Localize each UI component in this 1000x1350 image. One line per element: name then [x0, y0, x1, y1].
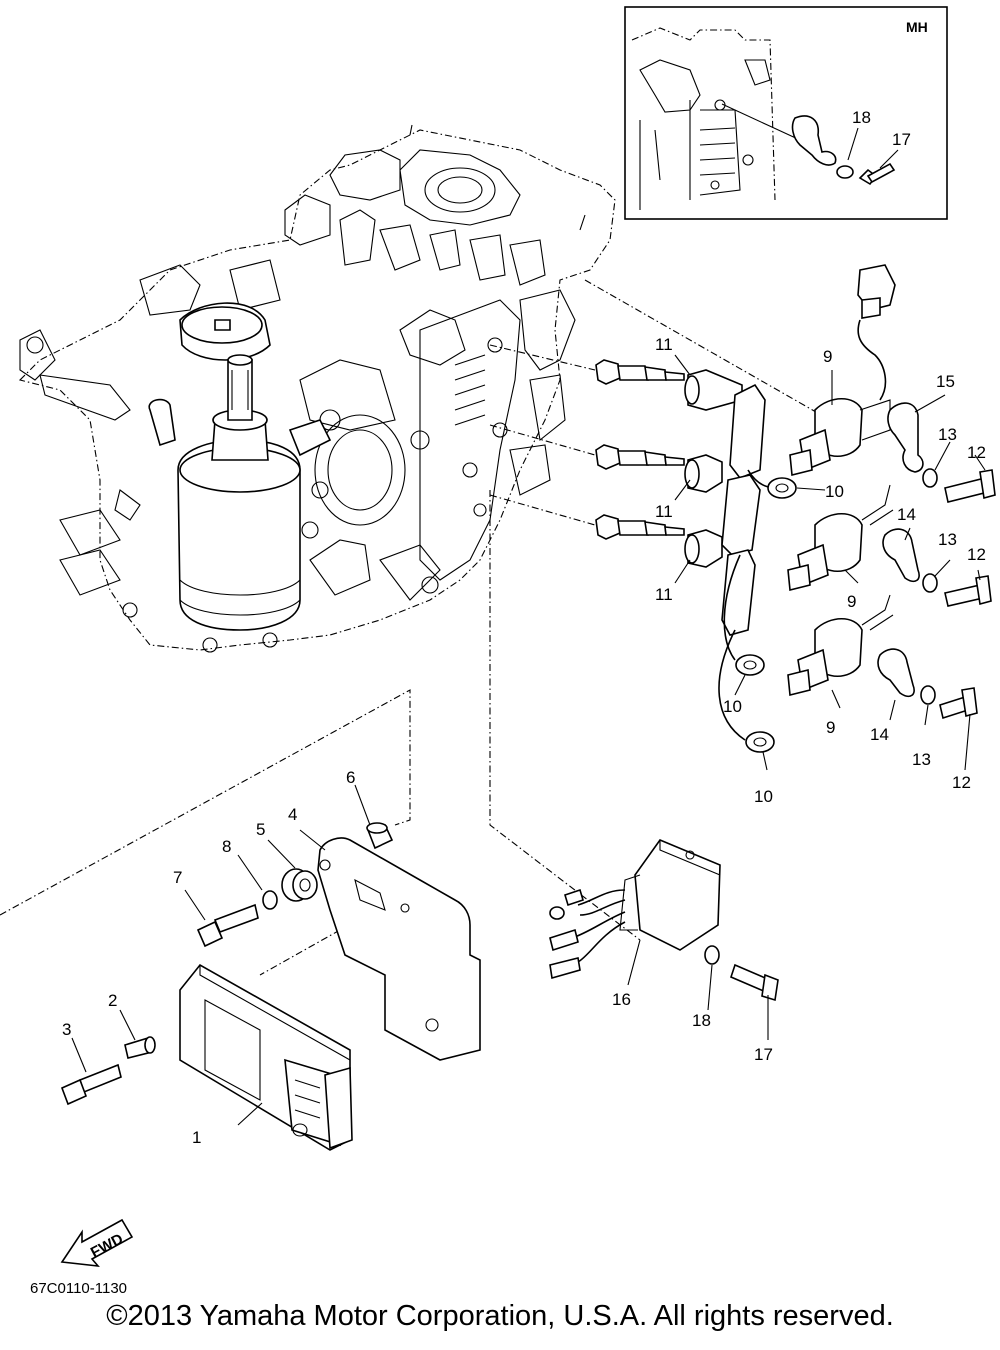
label-11-bottom: 11 — [655, 585, 673, 604]
copyright-notice: ©2013 Yamaha Motor Corporation, U.S.A. A… — [106, 1300, 894, 1332]
label-4: 4 — [288, 805, 297, 824]
label-14-top: 14 — [897, 505, 916, 524]
starter-motor — [122, 354, 332, 653]
label-13-middle: 13 — [938, 530, 957, 549]
label-16: 16 — [612, 990, 631, 1009]
plug-caps — [684, 369, 797, 753]
clamps-bolts — [877, 402, 996, 720]
exploded-parts-diagram: MH 18 17 — [0, 6, 996, 1297]
label-15: 15 — [936, 372, 955, 391]
label-10-top: 10 — [825, 482, 844, 501]
label-5: 5 — [256, 820, 265, 839]
label-3: 3 — [62, 1020, 71, 1039]
label-10-middle: 10 — [723, 697, 742, 716]
label-2: 2 — [108, 991, 117, 1010]
label-17: 17 — [754, 1045, 773, 1064]
leader-lines — [71, 354, 986, 1126]
mh-inset: MH 18 17 — [624, 6, 948, 220]
cdi-assembly — [0, 490, 779, 1151]
label-11-top: 11 — [655, 335, 673, 354]
label-18-inset: 18 — [852, 108, 871, 127]
inset-label: MH — [906, 19, 928, 35]
spark-plugs — [489, 279, 831, 540]
label-8: 8 — [222, 837, 231, 856]
label-9-top: 9 — [823, 347, 832, 366]
label-9-middle: 9 — [847, 592, 856, 611]
label-13-bottom: 13 — [912, 750, 931, 769]
fwd-arrow: FWD — [60, 1218, 134, 1268]
label-10-bottom: 10 — [754, 787, 773, 806]
label-1: 1 — [192, 1128, 201, 1147]
part-number-labels: 1 2 3 4 5 6 7 8 9 9 9 10 10 10 11 11 11 … — [62, 335, 986, 1147]
label-12-middle: 12 — [967, 545, 986, 564]
label-6: 6 — [346, 768, 355, 787]
ignition-coils — [787, 264, 896, 697]
label-11-middle: 11 — [655, 502, 673, 521]
label-17-inset: 17 — [892, 130, 911, 149]
label-12-top: 12 — [967, 443, 986, 462]
diagram-code: 67C0110-1130 — [30, 1280, 127, 1297]
label-9-bottom: 9 — [826, 718, 835, 737]
label-12-bottom: 12 — [952, 773, 971, 792]
label-14-bottom: 14 — [870, 725, 889, 744]
label-7: 7 — [173, 868, 182, 887]
label-18: 18 — [692, 1011, 711, 1030]
label-13-top: 13 — [938, 425, 957, 444]
engine-block — [18, 124, 616, 651]
